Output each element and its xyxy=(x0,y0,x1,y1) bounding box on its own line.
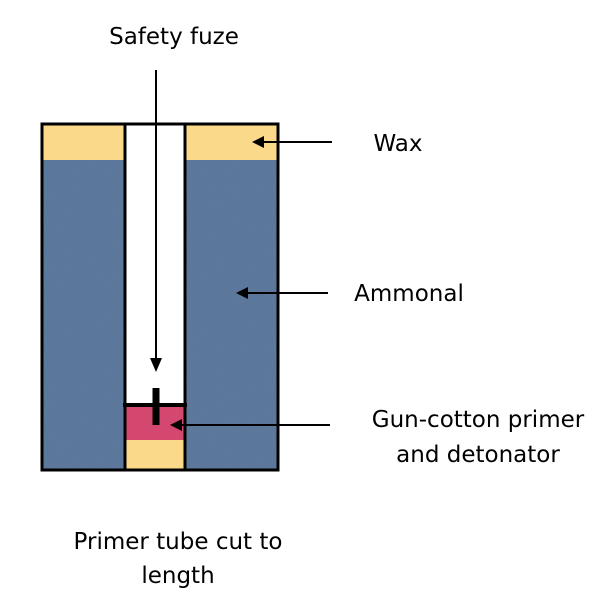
label-primer-line1: Gun-cotton primer xyxy=(372,407,585,433)
caption-line1: Primer tube cut to xyxy=(74,529,283,555)
ammonal-left xyxy=(42,160,125,470)
wax-arrowhead xyxy=(252,136,264,148)
safety-fuze-arrowhead xyxy=(150,358,162,372)
caption-line2: length xyxy=(141,563,214,589)
ammonal-right xyxy=(185,160,278,470)
primer-arrowhead xyxy=(170,419,182,431)
container-outline xyxy=(40,122,280,472)
wax-plug-bottom xyxy=(125,440,185,470)
label-wax: Wax xyxy=(374,131,423,157)
ammonal-arrowhead xyxy=(236,287,248,299)
label-primer-line2: and detonator xyxy=(396,442,560,468)
label-ammonal: Ammonal xyxy=(354,281,464,307)
wax-left xyxy=(42,124,125,160)
label-safety-fuze: Safety fuze xyxy=(109,24,239,50)
